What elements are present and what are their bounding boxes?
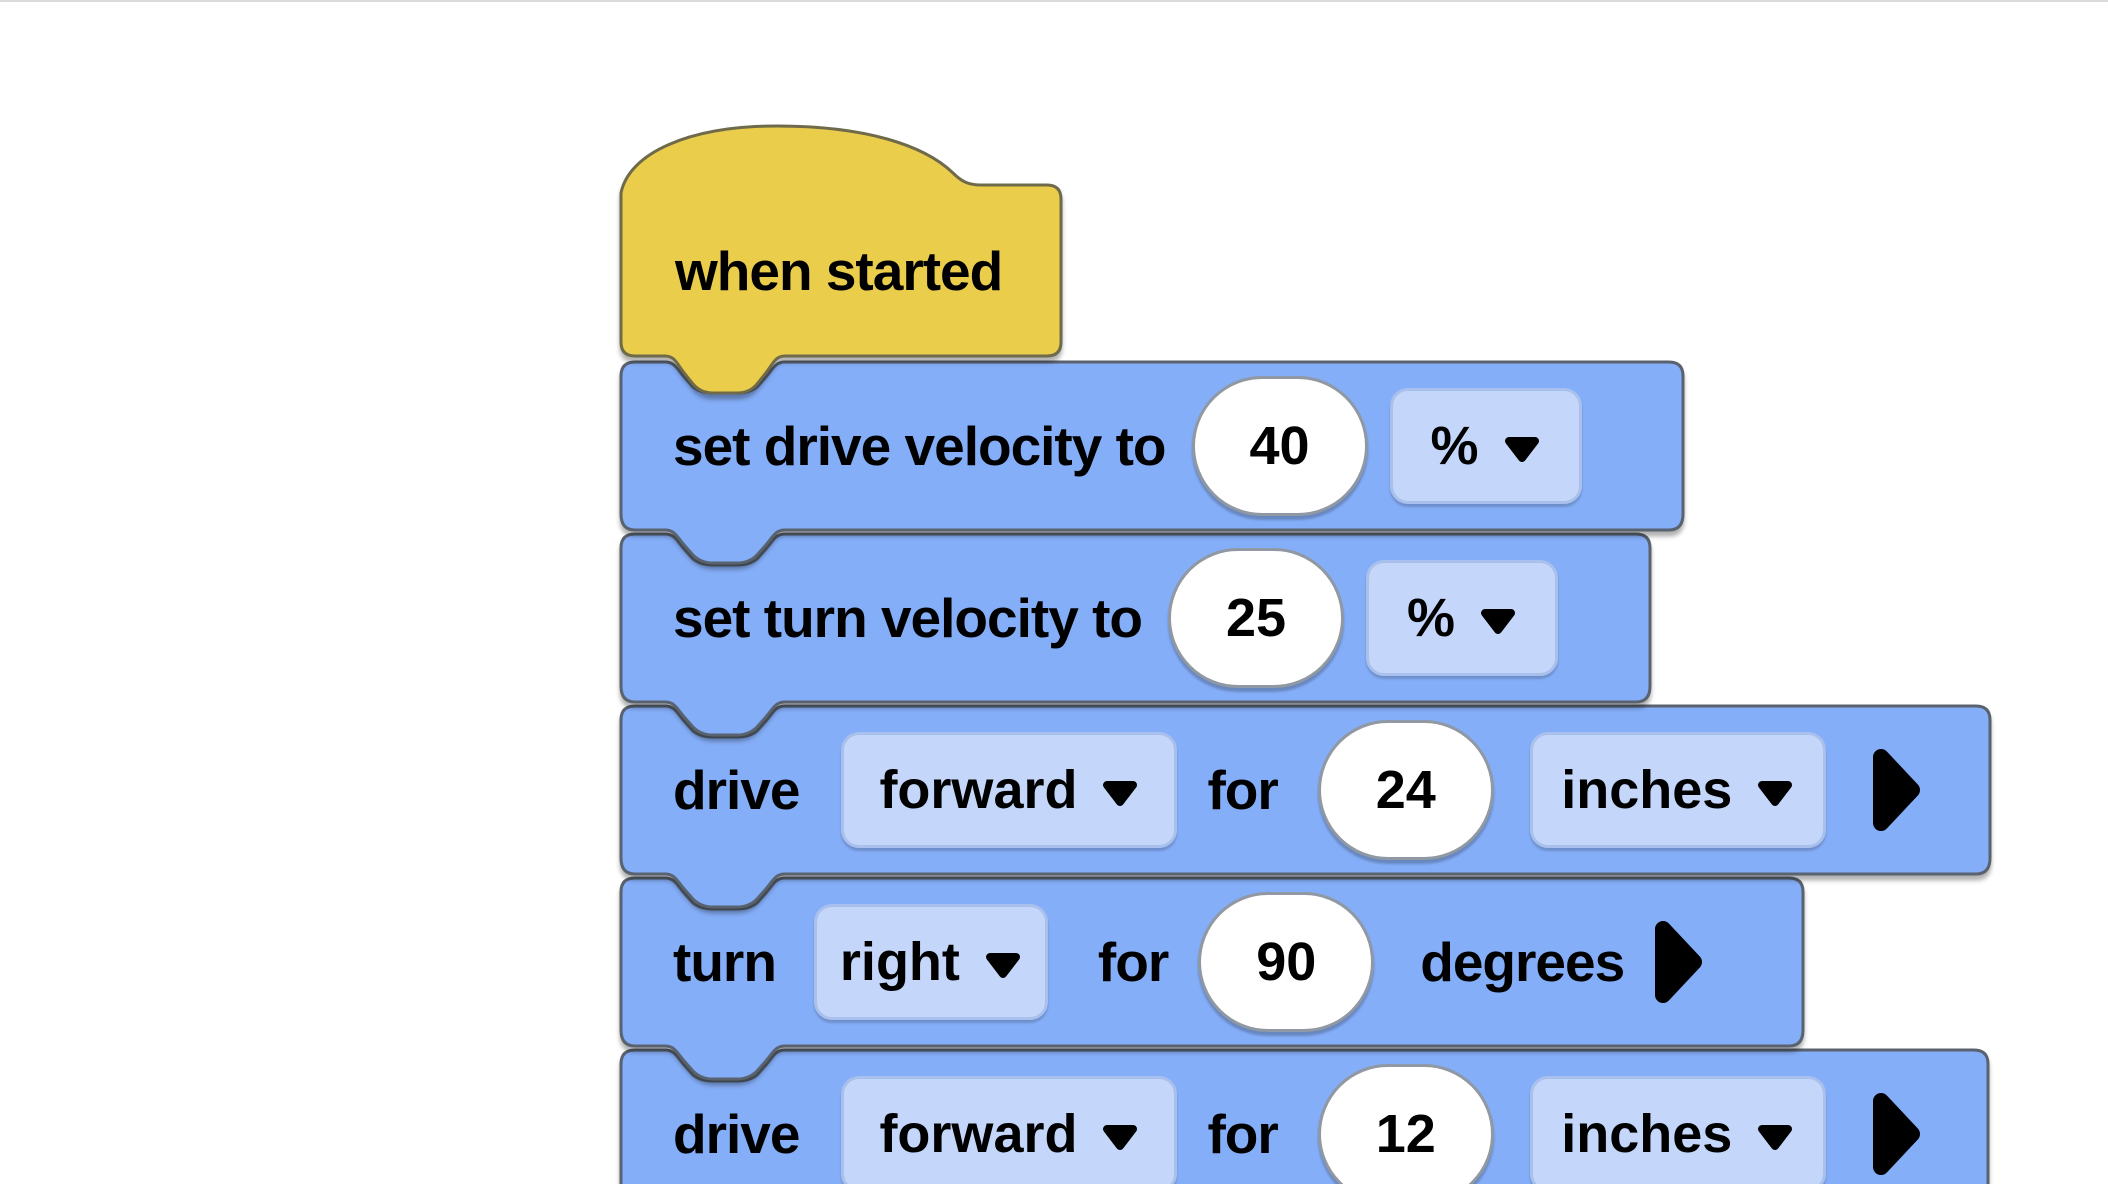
chevron-down-icon [1103, 781, 1138, 806]
velocity-value: 25 [1225, 588, 1287, 648]
hat-block-label: when started [675, 239, 1003, 302]
expand-block-arrow-icon[interactable] [1652, 918, 1704, 1006]
chevron-down-icon [985, 953, 1020, 978]
turn-direction-value: right [839, 932, 960, 992]
velocity-value-input[interactable]: 40 [1191, 376, 1368, 516]
distance-value-input[interactable]: 12 [1317, 1064, 1494, 1184]
block-set-drive-velocity[interactable]: set drive velocity to 40 % [619, 360, 1685, 565]
chevron-down-icon [1103, 1125, 1138, 1150]
block-set-turn-velocity[interactable]: set turn velocity to 25 % [619, 532, 1652, 737]
distance-unit-dropdown[interactable]: inches [1529, 1076, 1826, 1184]
drive-direction-dropdown[interactable]: forward [841, 1076, 1178, 1184]
drive-direction-value: forward [879, 1104, 1078, 1164]
block-drive-for-24[interactable]: drive forward for 24 inches [619, 704, 1992, 909]
block-label: drive [673, 1103, 800, 1165]
chevron-down-icon [1758, 1125, 1793, 1150]
block-label: for [1097, 931, 1169, 993]
chevron-down-icon [1480, 609, 1515, 634]
block-label: degrees [1420, 931, 1625, 993]
block-label: set turn velocity to [673, 587, 1143, 649]
window-top-divider [0, 0, 2108, 2]
angle-value: 90 [1256, 932, 1317, 992]
hat-block-shape [619, 124, 1063, 395]
block-label: set drive velocity to [673, 415, 1167, 477]
block-label: drive [673, 759, 800, 821]
angle-value-input[interactable]: 90 [1198, 892, 1375, 1032]
distance-value-input[interactable]: 24 [1317, 720, 1494, 860]
distance-unit-dropdown[interactable]: inches [1529, 732, 1826, 848]
distance-value: 24 [1375, 760, 1436, 820]
drive-direction-value: forward [879, 760, 1078, 820]
velocity-value-input[interactable]: 25 [1167, 548, 1344, 688]
velocity-value: 40 [1249, 416, 1310, 476]
block-label: for [1207, 1103, 1278, 1165]
drive-direction-dropdown[interactable]: forward [841, 732, 1178, 848]
block-label: turn [673, 931, 777, 993]
distance-value: 12 [1375, 1104, 1436, 1164]
chevron-down-icon [1758, 781, 1793, 806]
distance-unit-value: inches [1561, 1104, 1733, 1164]
velocity-unit-dropdown[interactable]: % [1365, 560, 1558, 676]
block-turn-for-90[interactable]: turn right for 90 degrees [619, 876, 1805, 1081]
expand-block-arrow-icon[interactable] [1870, 1090, 1922, 1178]
distance-unit-value: inches [1561, 760, 1733, 820]
turn-direction-dropdown[interactable]: right [813, 904, 1048, 1020]
chevron-down-icon [1504, 437, 1539, 462]
velocity-unit-value: % [1406, 588, 1455, 648]
block-drive-for-12[interactable]: drive forward for 12 inches [619, 1048, 1990, 1184]
expand-block-arrow-icon[interactable] [1870, 746, 1922, 834]
block-when-started[interactable]: when started [619, 123, 1063, 395]
velocity-unit-dropdown[interactable]: % [1389, 388, 1582, 504]
velocity-unit-value: % [1430, 416, 1479, 476]
block-label: for [1207, 759, 1278, 821]
